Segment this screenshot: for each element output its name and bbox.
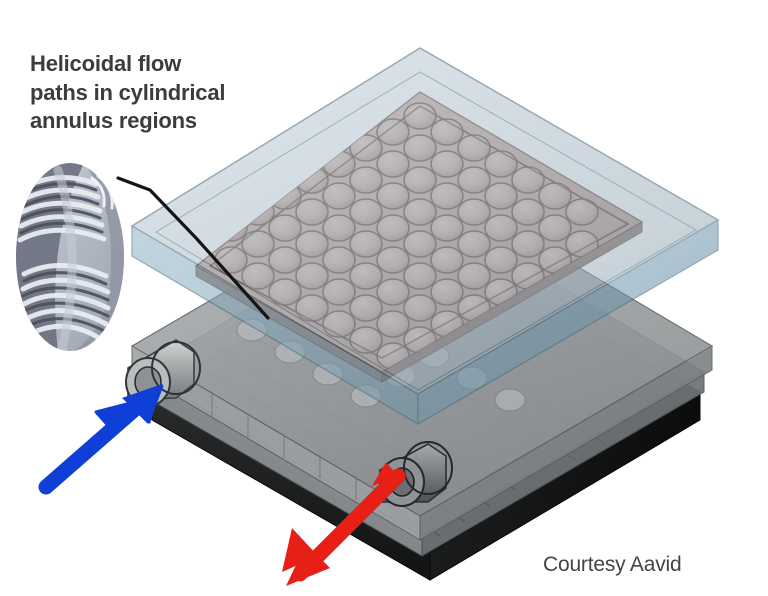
top-cover-plate (130, 47, 720, 426)
callout-leader-line (116, 176, 270, 320)
outlet-flow-arrow (282, 462, 406, 586)
helicoidal-flow-detail (16, 163, 124, 351)
inlet-flow-arrow (38, 384, 164, 495)
courtesy-credit-label: Courtesy Aavid (543, 553, 682, 576)
helicoidal-flow-callout-label: Helicoidal flow paths in cylindrical ann… (30, 51, 226, 134)
